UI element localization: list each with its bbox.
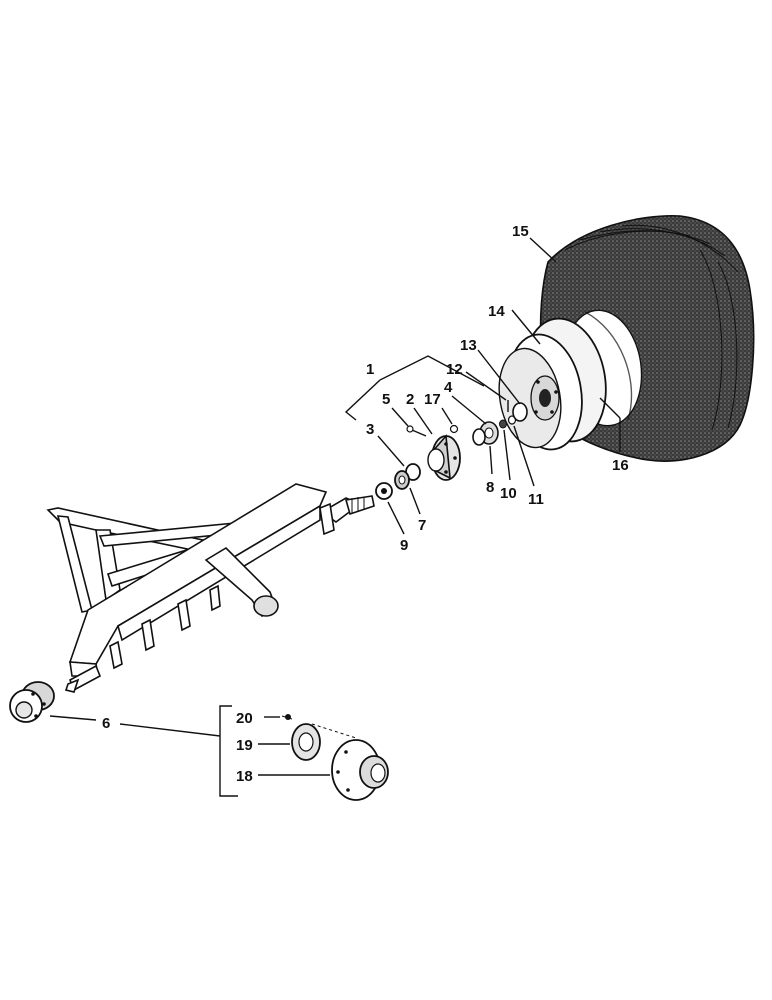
label-16: 16 [612,457,629,474]
label-3: 3 [366,421,374,438]
label-4: 4 [444,379,453,396]
left-hub-assembly [9,681,55,723]
label-8: 8 [486,479,494,496]
label-7: 7 [418,517,426,534]
label-6: 6 [102,715,110,732]
label-20: 20 [236,710,253,727]
label-15: 15 [512,223,529,240]
label-10: 10 [500,485,517,502]
label-13: 13 [460,337,477,354]
label-5: 5 [382,391,390,408]
label-18: 18 [236,768,253,785]
label-17: 17 [424,391,441,408]
label-1: 1 [366,361,374,378]
leader-lines [49,237,621,797]
wheel-hub [406,425,461,481]
label-14: 14 [488,303,505,320]
label-19: 19 [236,737,253,754]
seal-and-washers [375,463,421,500]
label-2: 2 [406,391,414,408]
axle-frame [46,483,375,693]
label-9: 9 [400,537,408,554]
wheel-rim [498,317,607,451]
hub-detail-parts [281,714,389,801]
callout-labels: 1 2 3 4 5 6 7 8 9 10 11 12 13 14 15 16 1… [102,223,629,785]
label-12: 12 [446,361,463,378]
label-11: 11 [528,491,544,508]
